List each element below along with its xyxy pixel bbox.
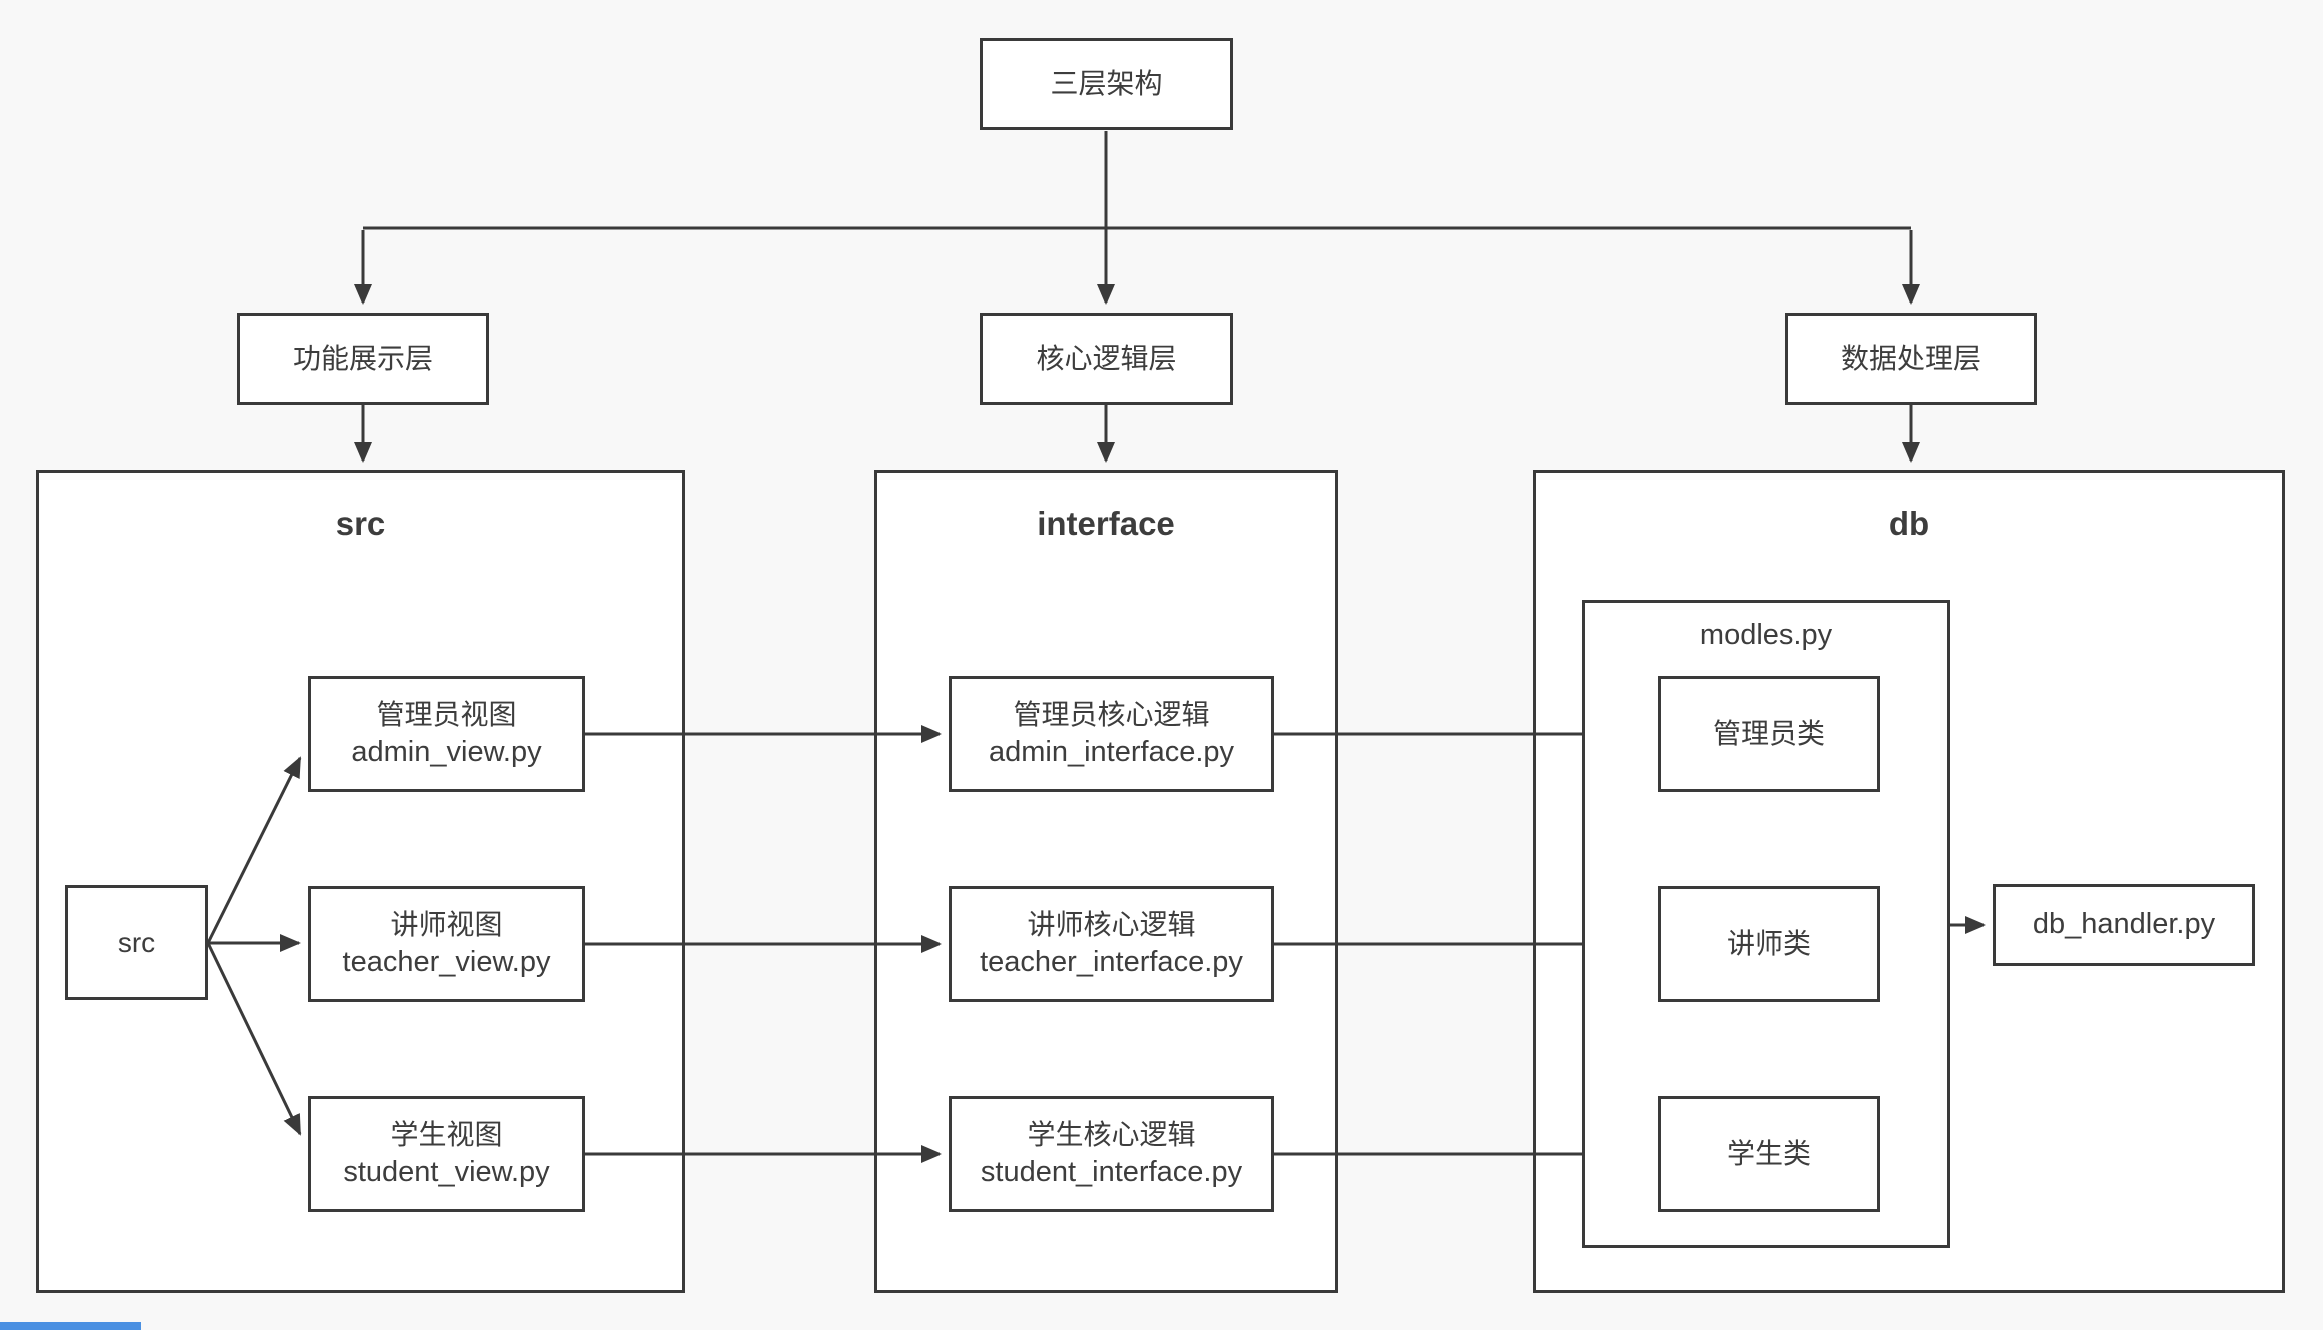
group-src-title: src: [335, 505, 386, 542]
node-student-view-file: student_view.py: [343, 1156, 550, 1189]
node-student-view: 学生视图 student_view.py: [308, 1096, 585, 1212]
node-admin-view-name: 管理员视图: [376, 698, 517, 730]
node-teacher-view: 讲师视图 teacher_view.py: [308, 886, 585, 1002]
node-layer-logic: 核心逻辑层: [980, 313, 1233, 405]
node-student-interface-file: student_interface.py: [980, 1156, 1243, 1189]
node-teacher-interface-file: teacher_interface.py: [980, 946, 1243, 979]
node-root-label: 三层架构: [1050, 68, 1163, 100]
node-student-class-label: 学生类: [1726, 1138, 1811, 1170]
node-admin-class: 管理员类: [1658, 676, 1880, 792]
node-admin-interface: 管理员核心逻辑 admin_interface.py: [949, 676, 1274, 792]
node-admin-view: 管理员视图 admin_view.py: [308, 676, 585, 792]
node-db-handler-label: db_handler.py: [2032, 908, 2216, 941]
connector-src-to-student-view: [206, 942, 302, 1136]
node-db-handler: db_handler.py: [1993, 884, 2255, 966]
group-modles-title: modles.py: [1699, 619, 1833, 651]
horizontal-scrollbar[interactable]: [0, 1322, 141, 1330]
node-layer-presentation-label: 功能展示层: [292, 343, 433, 375]
node-student-class: 学生类: [1658, 1096, 1880, 1212]
node-teacher-class: 讲师类: [1658, 886, 1880, 1002]
node-src-entry: src: [65, 885, 208, 1000]
group-interface-title: interface: [1037, 505, 1175, 542]
node-student-interface-name: 学生核心逻辑: [1027, 1118, 1196, 1150]
node-layer-presentation: 功能展示层: [237, 313, 489, 405]
node-admin-interface-name: 管理员核心逻辑: [1013, 698, 1210, 730]
node-teacher-view-file: teacher_view.py: [342, 946, 551, 979]
connector-src-to-admin-view: [206, 756, 302, 944]
node-student-view-name: 学生视图: [390, 1118, 503, 1150]
node-admin-interface-file: admin_interface.py: [988, 736, 1235, 769]
node-student-interface: 学生核心逻辑 student_interface.py: [949, 1096, 1274, 1212]
node-layer-data-label: 数据处理层: [1840, 343, 1981, 375]
node-teacher-view-name: 讲师视图: [390, 908, 503, 940]
node-layer-data: 数据处理层: [1785, 313, 2037, 405]
group-db-title: db: [1888, 505, 1930, 542]
node-teacher-interface-name: 讲师核心逻辑: [1027, 908, 1196, 940]
node-admin-class-label: 管理员类: [1712, 718, 1825, 750]
node-root: 三层架构: [980, 38, 1233, 130]
node-teacher-class-label: 讲师类: [1726, 928, 1811, 960]
node-layer-logic-label: 核心逻辑层: [1036, 343, 1177, 375]
node-admin-view-file: admin_view.py: [351, 736, 542, 769]
node-src-entry-label: src: [117, 926, 156, 958]
node-teacher-interface: 讲师核心逻辑 teacher_interface.py: [949, 886, 1274, 1002]
